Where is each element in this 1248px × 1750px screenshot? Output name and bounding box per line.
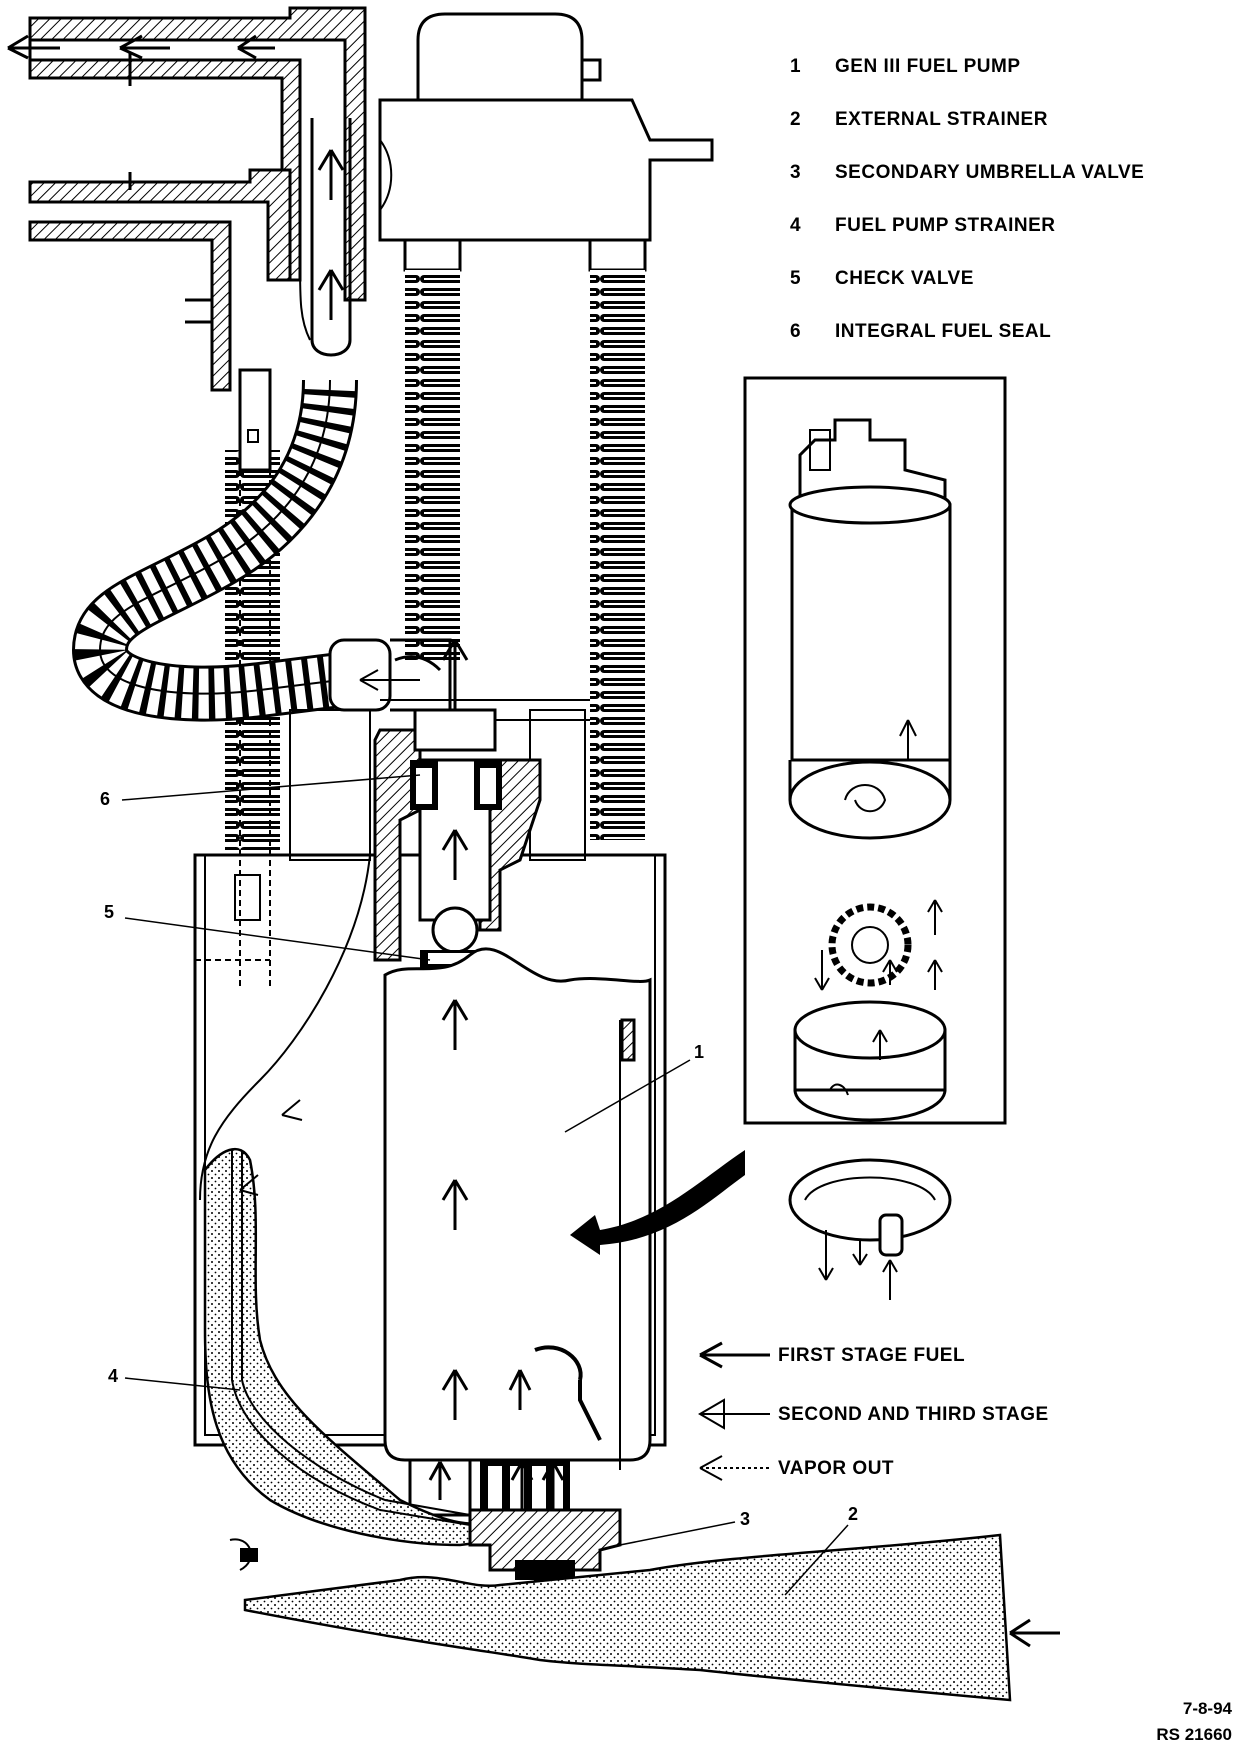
flow-key-vapor-out: VAPOR OUT [699, 1455, 894, 1481]
hose-connector [328, 638, 452, 730]
fuel-pump-module-drawing [7, 6, 1060, 1702]
pump-top-assembly [373, 639, 542, 968]
flow-key-label: FIRST STAGE FUEL [778, 1345, 965, 1366]
left-guide-spring [405, 270, 460, 660]
legend-item-3: 3 SECONDARY UMBRELLA VALVE [790, 162, 1144, 183]
legend-label: SECONDARY UMBRELLA VALVE [835, 162, 1144, 183]
figure-footer: 7-8-94 RS 21660 [1156, 1699, 1232, 1744]
flexible-hose [71, 379, 358, 722]
callout-number: 3 [740, 1509, 750, 1529]
legend-num: 3 [790, 162, 801, 183]
callout-number: 2 [848, 1504, 858, 1524]
legend-label: CHECK VALVE [835, 268, 974, 289]
integral-fuel-seal [410, 760, 502, 810]
callout-4: 4 [108, 1366, 241, 1391]
figure-reference: RS 21660 [1156, 1725, 1232, 1744]
legend-item-6: 6 INTEGRAL FUEL SEAL [790, 321, 1051, 342]
gen-iii-fuel-pump [383, 947, 652, 1470]
parts-legend: 1 GEN III FUEL PUMP 2 EXTERNAL STRAINER … [790, 56, 1144, 342]
module-cap [378, 12, 714, 272]
callouts: 1 2 3 4 5 6 [100, 774, 858, 1596]
legend-num: 6 [790, 321, 801, 342]
solid-arrow-icon [699, 1341, 770, 1369]
external-strainer [243, 1533, 1012, 1702]
legend-num: 1 [790, 56, 801, 77]
legend-num: 4 [790, 215, 801, 236]
hollow-arrow-icon [698, 1398, 770, 1430]
callout-1: 1 [564, 1042, 704, 1133]
callout-number: 6 [100, 789, 110, 809]
callout-2: 2 [784, 1504, 858, 1596]
flow-key-label: SECOND AND THIRD STAGE [778, 1404, 1049, 1425]
flow-key-first-stage: FIRST STAGE FUEL [699, 1341, 965, 1369]
legend-label: INTEGRAL FUEL SEAL [835, 321, 1051, 342]
legend-label: GEN III FUEL PUMP [835, 56, 1021, 77]
outlet-pipe [28, 6, 367, 302]
legend-num: 2 [790, 109, 801, 130]
feed-tube [299, 118, 352, 357]
right-guide-spring [590, 270, 645, 840]
flow-arrow-icon [7, 34, 345, 320]
figure-date: 7-8-94 [1183, 1699, 1233, 1718]
legend-item-2: 2 EXTERNAL STRAINER [790, 109, 1048, 130]
pump-bracket [289, 699, 590, 861]
pump-inlet [408, 1458, 570, 1517]
legend-item-4: 4 FUEL PUMP STRAINER [790, 215, 1056, 236]
flow-key: FIRST STAGE FUEL SECOND AND THIRD STAGE … [698, 1341, 1049, 1481]
exploded-pump-inset [570, 376, 1007, 1300]
legend-item-1: 1 GEN III FUEL PUMP [790, 56, 1021, 77]
callout-number: 1 [694, 1042, 704, 1062]
callout-3: 3 [619, 1509, 750, 1546]
dotted-arrow-head-icon [699, 1455, 723, 1481]
legend-label: EXTERNAL STRAINER [835, 109, 1048, 130]
callout-6: 6 [100, 774, 421, 809]
flow-key-label: VAPOR OUT [778, 1458, 894, 1479]
flow-key-second-third: SECOND AND THIRD STAGE [698, 1398, 1049, 1430]
return-pipe [28, 168, 292, 392]
legend-label: FUEL PUMP STRAINER [835, 215, 1056, 236]
callout-5: 5 [104, 902, 431, 961]
callout-number: 5 [104, 902, 114, 922]
legend-item-5: 5 CHECK VALVE [790, 268, 974, 289]
fuel-pump-strainer [203, 1148, 502, 1547]
callout-number: 4 [108, 1366, 118, 1386]
legend-num: 5 [790, 268, 801, 289]
